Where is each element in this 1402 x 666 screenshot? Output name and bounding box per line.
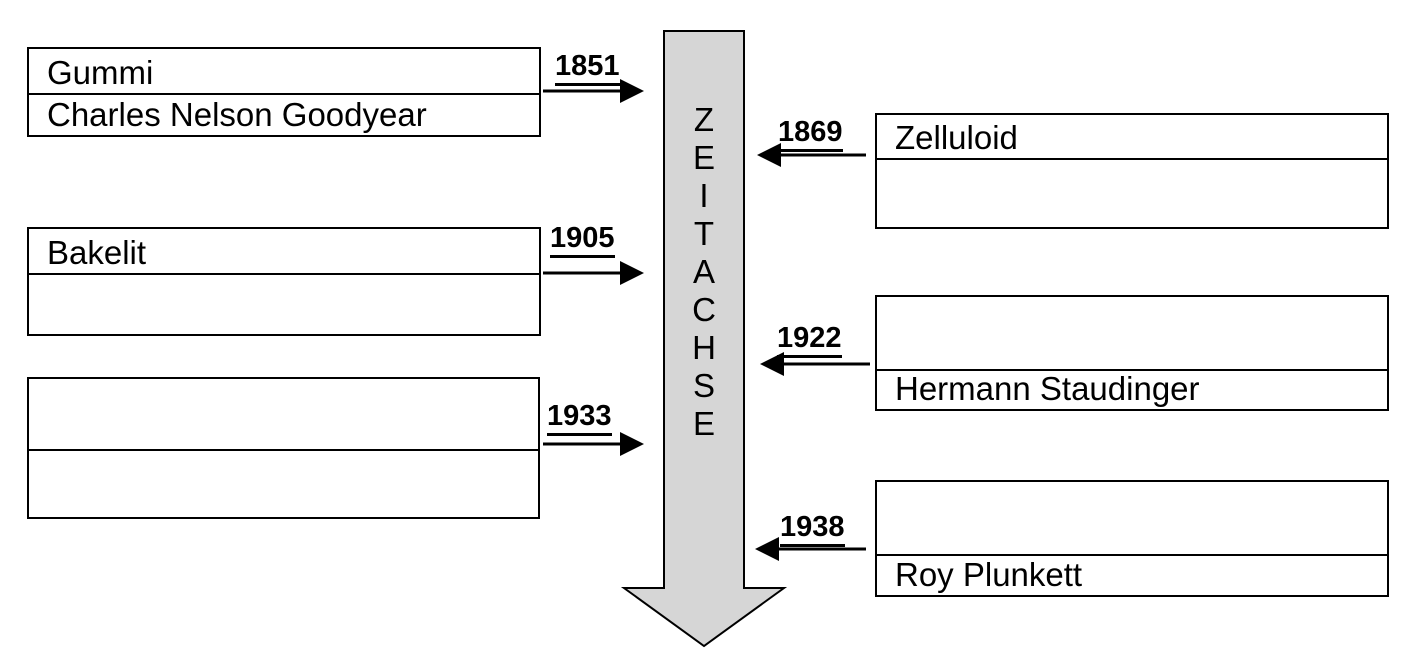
material-field[interactable]: Gummi bbox=[47, 54, 154, 91]
year-label-1905: 1905 bbox=[550, 222, 615, 258]
inventor-field[interactable]: Charles Nelson Goodyear bbox=[29, 93, 539, 135]
axis-letter: C bbox=[692, 291, 716, 328]
year-label-1933: 1933 bbox=[547, 400, 612, 436]
inventor-field[interactable]: Hermann Staudinger bbox=[877, 369, 1387, 409]
entry-box-1922: Hermann Staudinger bbox=[875, 295, 1389, 411]
material-field[interactable]: Zelluloid bbox=[895, 119, 1018, 156]
inventor-field[interactable]: Roy Plunkett bbox=[877, 554, 1387, 595]
axis-letter: Z bbox=[693, 101, 715, 138]
inventor-field[interactable] bbox=[29, 273, 539, 334]
year-label-1851: 1851 bbox=[555, 50, 620, 86]
year-label-1869: 1869 bbox=[778, 116, 843, 152]
axis-letter: E bbox=[692, 139, 715, 176]
axis-letter: S bbox=[692, 367, 715, 404]
axis-letter: H bbox=[692, 329, 716, 366]
material-field[interactable] bbox=[29, 379, 538, 449]
year-label-1938: 1938 bbox=[780, 511, 845, 547]
axis-letter: A bbox=[692, 253, 715, 290]
entry-box-1933 bbox=[27, 377, 540, 519]
material-field[interactable] bbox=[877, 482, 1387, 554]
time-axis-arrow bbox=[620, 30, 788, 648]
axis-letter: I bbox=[699, 177, 709, 214]
material-field[interactable]: Bakelit bbox=[47, 234, 147, 271]
entry-box-1851: Gummi Charles Nelson Goodyear bbox=[27, 47, 541, 137]
entry-box-1905: Bakelit bbox=[27, 227, 541, 336]
inventor-field[interactable] bbox=[877, 158, 1387, 227]
axis-letter: E bbox=[692, 405, 715, 442]
material-field[interactable] bbox=[877, 297, 1387, 369]
axis-letter: T bbox=[693, 215, 715, 252]
entry-box-1869: Zelluloid bbox=[875, 113, 1389, 229]
axis-label-zeitachse: Z E I T A C H S E bbox=[664, 101, 744, 443]
inventor-field[interactable] bbox=[29, 449, 538, 517]
entry-box-1938: Roy Plunkett bbox=[875, 480, 1389, 597]
year-label-1922: 1922 bbox=[777, 322, 842, 358]
